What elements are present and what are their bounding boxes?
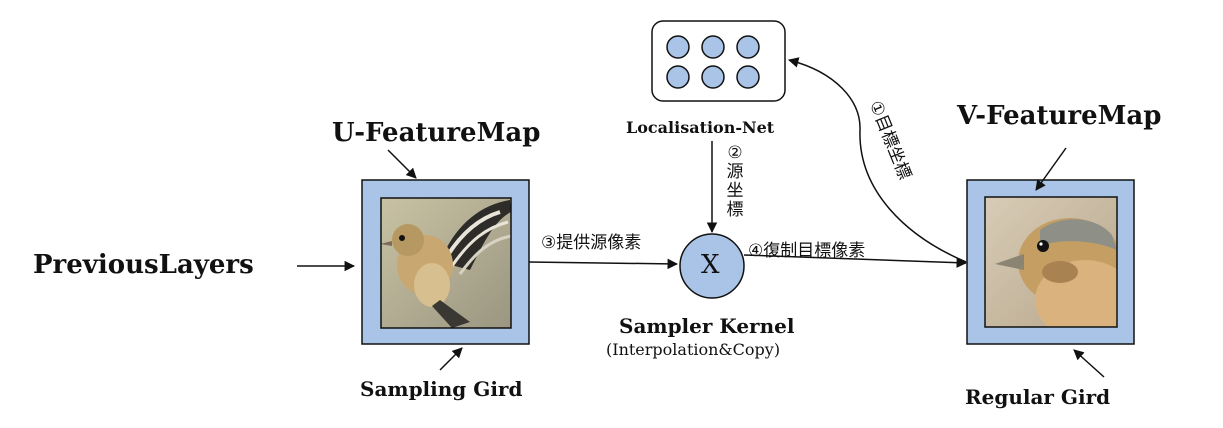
pointer-u-featuremap — [387, 149, 417, 179]
pointer-v-featuremap — [1035, 147, 1067, 191]
arrow-u-to-sampler — [528, 258, 679, 270]
step4-label: ④復制目標像素 — [748, 241, 866, 261]
sampler-symbol: X — [701, 250, 720, 280]
pointer-sampling-grid — [439, 347, 463, 371]
u-featuremap-box — [361, 179, 530, 345]
neuron-node — [666, 65, 690, 89]
regular-grid-label: Regular Gird — [965, 385, 1111, 409]
previous-layers-label: PreviousLayers — [33, 250, 254, 280]
neuron-node — [736, 65, 760, 89]
localisation-net-label: Localisation-Net — [626, 118, 775, 137]
v-featuremap-box — [966, 179, 1135, 345]
bird-head-closeup-image — [985, 197, 1117, 327]
step2-label: ②源坐標 — [726, 143, 744, 220]
sampler-kernel-node — [679, 233, 745, 299]
v-featuremap-label: V-FeatureMap — [957, 101, 1162, 131]
sampler-kernel-label: Sampler Kernel — [619, 314, 795, 338]
pointer-regular-grid — [1073, 349, 1105, 378]
localisation-net-box — [651, 20, 786, 102]
arrow-v-to-loc — [787, 57, 967, 263]
sampling-grid-label: Sampling Gird — [360, 377, 523, 401]
neuron-node — [666, 35, 690, 59]
u-featuremap-label: U-FeatureMap — [332, 118, 541, 148]
sampler-kernel-sublabel: (Interpolation&Copy) — [606, 340, 781, 359]
step3-label: ③提供源像素 — [541, 233, 642, 253]
neuron-node — [701, 35, 725, 59]
arrow-sampler-to-v — [743, 254, 968, 268]
neuron-node — [701, 65, 725, 89]
neuron-node — [736, 35, 760, 59]
bird-in-flight-image — [381, 198, 511, 328]
